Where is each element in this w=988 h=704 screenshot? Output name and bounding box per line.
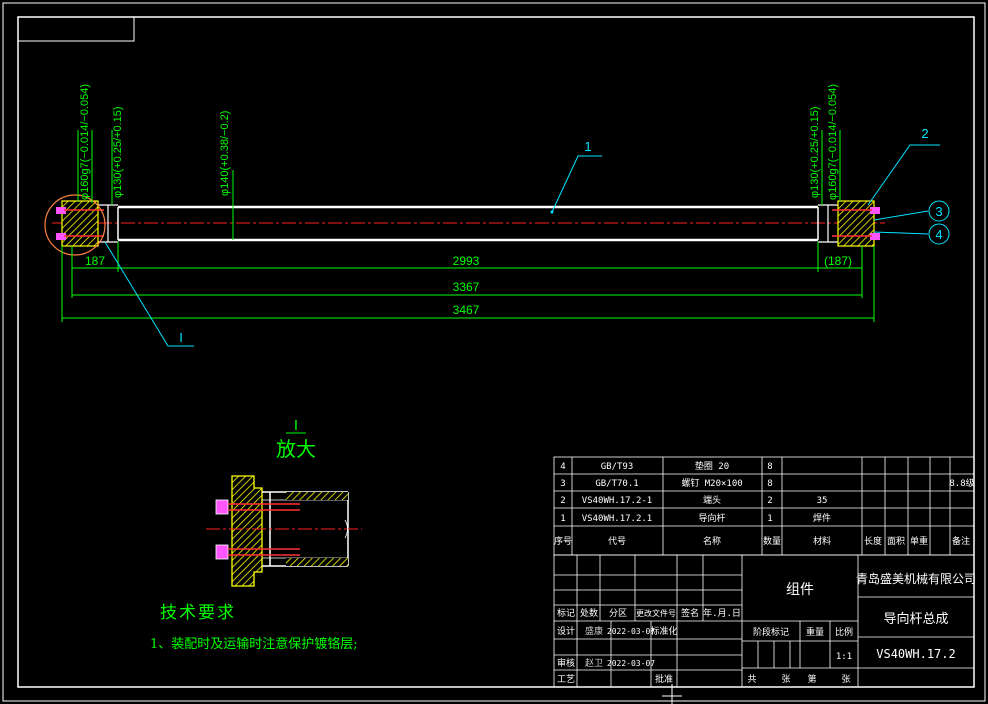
assembly-type: 组件 — [786, 582, 814, 598]
leader-2 — [867, 144, 940, 206]
weight-label: 重量 — [806, 626, 824, 638]
bom-row-1-name: 导向杆 — [698, 512, 725, 524]
balloon-2-label: 2 — [921, 126, 928, 141]
balloon-3-label: 3 — [935, 204, 942, 219]
notes-line-1: 1、装配时及运输时注意保护镀铬层; — [150, 636, 358, 652]
bom-header-code: 代号 — [608, 536, 626, 547]
crosshair-cursor — [662, 684, 682, 704]
bom-row-1-material: 焊件 — [813, 512, 831, 524]
detail-ref-label: I — [179, 330, 183, 345]
dim-2993: 2993 — [453, 254, 480, 268]
right-end-cap — [832, 200, 880, 247]
drawing-frame — [17, 16, 975, 688]
reviewer-name: 赵卫 — [585, 657, 603, 669]
part-name: 导向杆总成 — [883, 611, 948, 627]
right-neck — [818, 204, 838, 243]
rev-header-sign: 签名 — [681, 607, 699, 619]
detail-callout-circle — [44, 194, 106, 256]
sheet-no-label: 第 — [807, 673, 816, 685]
balloon-1-label: 1 — [584, 139, 591, 154]
dim-3467: 3467 — [453, 303, 480, 317]
rev-header-date: 年.月.日 — [703, 607, 741, 619]
bom-row-2-name: 端头 — [703, 494, 721, 506]
balloon-3 — [928, 200, 950, 222]
title-block — [553, 554, 975, 688]
design-label: 设计 — [557, 625, 575, 637]
review-date: 2022-03-07 — [607, 659, 655, 668]
bom-row-1-no: 1 — [560, 514, 565, 524]
bom-header-remark: 备注 — [952, 535, 970, 547]
dim-dia140: φ140(+0.38/−0.2) — [219, 111, 231, 196]
detail-ref: I — [294, 417, 298, 434]
left-end-cap — [56, 200, 104, 247]
rev-header-zone: 分区 — [609, 608, 627, 619]
bom-row-3-code: GB/T70.1 — [595, 479, 638, 489]
bom-row-2-no: 2 — [560, 496, 565, 506]
main-view: φ160g7(−0.014/−0.054) φ130(+0.25/+0.15) … — [44, 84, 950, 347]
dim-3367: 3367 — [453, 280, 480, 294]
sheets-total-label: 共 — [747, 674, 756, 685]
detail-bolt-head-upper — [215, 499, 229, 515]
bom-header-area: 面积 — [887, 535, 905, 547]
bom-header-name: 名称 — [703, 535, 721, 547]
dim-187-right: (187) — [824, 254, 852, 268]
dim-dia130-left: φ130(+0.25/+0.15) — [112, 106, 124, 198]
company-name: 青岛盛美机械有限公司 — [856, 571, 976, 586]
rev-header-mark: 标记 — [557, 607, 575, 619]
dim-dia160-right: φ160g7(−0.014/−0.054) — [827, 84, 839, 200]
standard-label: 标准化 — [650, 625, 677, 637]
bom-row-4-code: GB/T93 — [601, 462, 634, 472]
design-date: 2022-03-07 — [607, 627, 655, 636]
leader-4 — [873, 231, 929, 235]
balloon-4-label: 4 — [935, 227, 942, 242]
bom-header-length: 长度 — [864, 535, 882, 547]
leader-3 — [873, 210, 929, 221]
bom-header-weight: 单重 — [910, 535, 928, 547]
bom-row-3-name: 螺钉 M20×100 — [681, 478, 742, 489]
review-label: 审核 — [557, 657, 575, 669]
leader-detail — [104, 241, 194, 347]
stage-label: 阶段标记 — [753, 626, 789, 638]
bom-row-2-material: 35 — [817, 496, 828, 506]
code-box — [17, 16, 135, 42]
bom-row-1-qty: 1 — [767, 514, 772, 524]
rev-header-doc: 更改文件号 — [636, 608, 676, 618]
detail-bolt-head-lower — [215, 544, 229, 560]
process-label: 工艺 — [557, 674, 575, 685]
bom-row-2-qty: 2 — [767, 496, 772, 506]
leader-1 — [551, 155, 602, 213]
left-neck — [98, 204, 118, 243]
bom-header-no: 序号 — [554, 535, 572, 547]
bom-row-3-remark: 8.8级 — [949, 477, 974, 489]
scale-label: 比例 — [835, 626, 853, 638]
balloon-4 — [928, 223, 950, 245]
bom-row-4-no: 4 — [560, 462, 565, 472]
dim-dia160-left: φ160g7(−0.014/−0.054) — [79, 84, 91, 200]
drawing-number: VS40WH.17.2 — [876, 647, 955, 661]
bom-row-3-qty: 8 — [767, 479, 772, 489]
bom-row-4-name: 垫圈 20 — [695, 460, 729, 472]
rev-header-count: 处数 — [580, 607, 598, 619]
notes-title: 技术要求 — [160, 603, 236, 623]
bom-row-3-no: 3 — [560, 479, 565, 489]
dim-187-left: 187 — [85, 254, 105, 268]
detail-end-cap — [231, 475, 263, 587]
bom-header-qty: 数量 — [763, 535, 781, 547]
approve-label: 批准 — [655, 673, 673, 685]
bom-row-1-code: VS40WH.17.2.1 — [582, 514, 652, 524]
bom-header-material: 材料 — [813, 535, 831, 547]
bom-row-2-code: VS40WH.17.2-1 — [582, 496, 652, 506]
sheets-unit-1: 张 — [781, 674, 790, 685]
bom-row-4-qty: 8 — [767, 462, 772, 472]
detail-view: I 放大 — [206, 417, 362, 587]
detail-title: 放大 — [276, 437, 316, 461]
technical-notes: 技术要求 1、装配时及运输时注意保护镀铬层; — [150, 603, 358, 652]
dim-dia130-right: φ130(+0.25/+0.15) — [809, 106, 821, 198]
designer-name: 盛康 — [585, 625, 603, 637]
scale-value: 1:1 — [836, 652, 852, 662]
sheets-unit-2: 张 — [841, 674, 850, 685]
